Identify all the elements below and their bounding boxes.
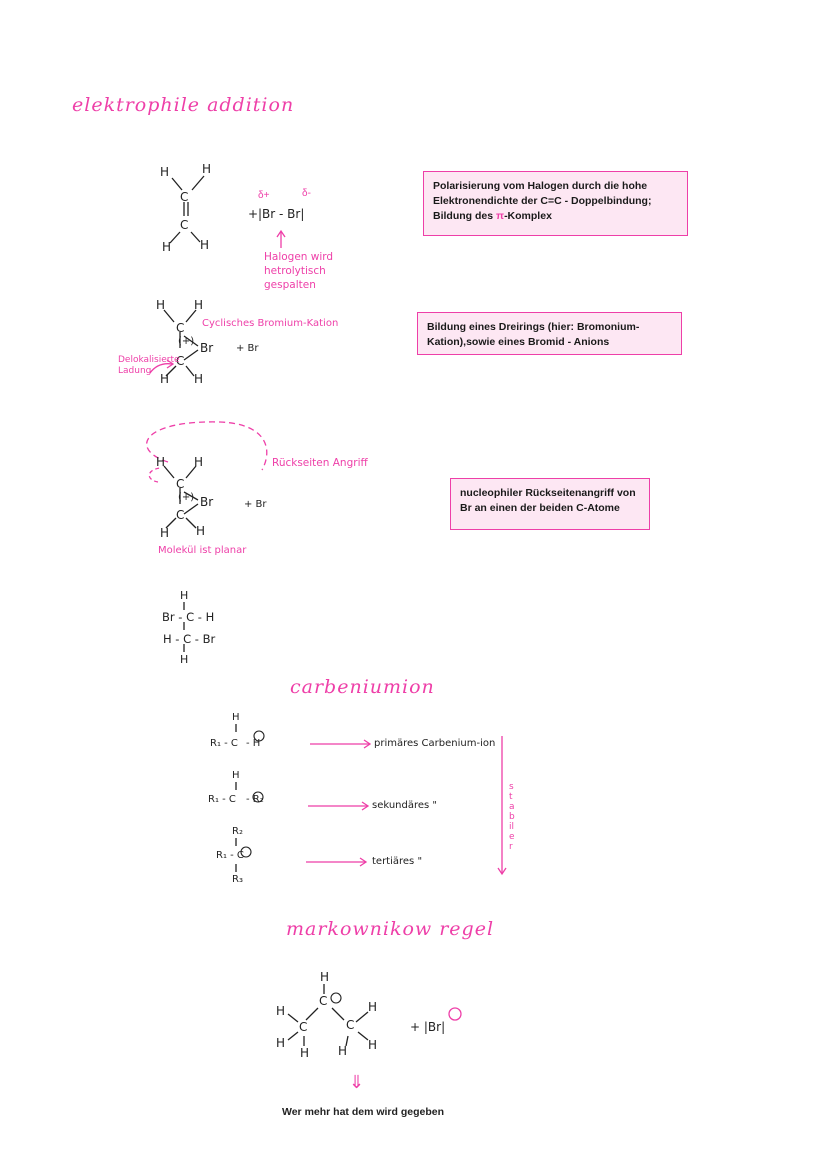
atom-c: C — [176, 477, 185, 491]
charge-plus: (+) — [178, 336, 195, 347]
carb3-formula: R₁ - C — [216, 850, 244, 861]
label-tertiary: tertiäres " — [372, 856, 423, 867]
heading-elektrophile-addition: elektrophile addition — [72, 94, 295, 116]
atom-h: H — [160, 372, 170, 386]
atom-h: H — [368, 1038, 378, 1052]
atom-h: H — [276, 1004, 286, 1018]
atom-h: H — [338, 1044, 348, 1058]
bromine-molecule: |Br - Br| — [258, 207, 305, 221]
carb3-top: R₂ — [232, 826, 243, 837]
atom-h: H — [156, 455, 166, 469]
arrow-down-icon: ⇓ — [349, 1072, 365, 1092]
atom-c: C — [180, 218, 189, 232]
bromide-anion: + Br — [236, 343, 259, 354]
carb2-formula: R₁ - C — [208, 794, 236, 805]
atom-h: H — [276, 1036, 286, 1050]
atom-h: H — [156, 298, 166, 312]
label-secondary: sekundäres " — [372, 800, 438, 811]
atom-h: H — [200, 238, 210, 252]
bromide-anion: + |Br| — [410, 1020, 446, 1034]
atom-br: Br — [200, 495, 214, 509]
atom-h: H — [194, 372, 204, 386]
carb2-right: - R₂ — [246, 794, 264, 805]
annotation-heterolytic: Halogen wird hetrolytisch gespalten — [264, 251, 334, 291]
atom-h: H — [196, 524, 206, 538]
label-cyclic-bromium: Cyclisches Bromium-Kation — [202, 318, 339, 329]
atom-h: H — [300, 1046, 310, 1060]
label-primary: primäres Carbenium-ion — [374, 738, 496, 749]
atom-c: C — [346, 1018, 355, 1032]
atom-c: C — [176, 354, 185, 368]
atom-h: H — [194, 298, 204, 312]
atom-c-cation: C — [319, 994, 328, 1008]
label-delocalized-charge: Delokalisierte Ladung — [118, 355, 180, 376]
label-planar: Molekül ist planar — [158, 545, 247, 556]
heading-markownikow-regel: markownikow regel — [286, 918, 495, 940]
atom-br: Br — [200, 341, 214, 355]
explanation-box-dreiring: Bildung eines Dreirings (hier: Bromonium… — [417, 312, 682, 355]
atom-h: H — [368, 1000, 378, 1014]
delta-minus: δ- — [302, 188, 311, 199]
carb3-bottom: R₃ — [232, 874, 243, 885]
explanation-box-polarisierung: Polarisierung vom Halogen durch die hohe… — [423, 171, 688, 236]
caption-markownikow: Wer mehr hat dem wird gegeben — [282, 1106, 445, 1118]
carb2-top: H — [232, 770, 240, 781]
product-row-2: Br - C - H — [162, 610, 215, 624]
atom-c: C — [176, 321, 185, 335]
charge-plus: (+) — [178, 492, 195, 503]
atom-h: H — [160, 165, 170, 179]
explanation-box-rueckseitenangriff: nucleophiler Rückseitenangriff von Br an… — [450, 478, 650, 530]
atom-c: C — [299, 1020, 308, 1034]
product-h-bottom: H — [180, 653, 189, 666]
atom-c: C — [180, 190, 189, 204]
plus-sign: + — [248, 207, 259, 221]
heading-carbeniumion: carbeniumion — [290, 676, 435, 698]
carb1-top: H — [232, 712, 240, 723]
product-row-3: H - C - Br — [163, 632, 216, 646]
label-stabiler: stabiler — [509, 782, 515, 852]
atom-h: H — [202, 162, 212, 176]
atom-h: H — [162, 240, 172, 254]
label-backside-attack: Rückseiten Angriff — [272, 457, 368, 469]
atom-h: H — [320, 970, 330, 984]
bromide-anion: + Br — [244, 499, 267, 510]
carb1-right: - H — [246, 738, 261, 749]
delta-plus: δ+ — [258, 190, 270, 201]
atom-h: H — [160, 526, 170, 540]
atom-c: C — [176, 508, 185, 522]
carb1-formula: R₁ - C — [210, 738, 238, 749]
product-h-top: H — [180, 589, 189, 602]
atom-h: H — [194, 455, 204, 469]
